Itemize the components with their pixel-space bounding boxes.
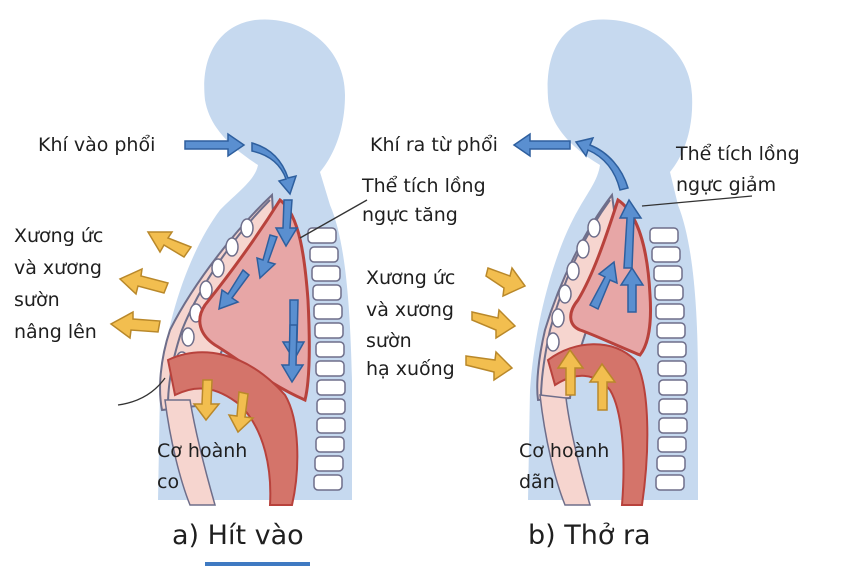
label-volume-b-line1: Thể tích lồng	[676, 143, 800, 165]
label-diaphragm-a-line1: Cơ hoành	[157, 440, 248, 462]
ribs-up-arrows	[109, 231, 193, 340]
caption-underline	[205, 562, 310, 566]
spine-b	[649, 227, 688, 491]
label-diaphragm-a-line2: co	[157, 471, 180, 493]
caption-a: a) Hít vào	[172, 520, 304, 551]
label-ribs-a-line3: sườn	[14, 289, 60, 311]
label-air-out: Khí ra từ phổi	[370, 134, 498, 156]
leader-volume-b	[641, 195, 753, 207]
label-volume-a-line1: Thể tích lồng	[362, 175, 486, 197]
label-ribs-a-line2: và xương	[14, 257, 102, 279]
abdomen-wall-b	[539, 394, 591, 506]
leader-volume-a	[299, 199, 368, 239]
abdomen-wall-a	[164, 399, 216, 506]
diaphragm-up-arrows	[556, 348, 617, 411]
leader-diaphragm-a	[117, 377, 166, 406]
ribs-down-arrows	[465, 266, 527, 382]
rib-ovals-b	[546, 218, 601, 352]
label-volume-a-line2: ngực tăng	[362, 204, 458, 226]
spine-a	[307, 227, 346, 491]
caption-b: b) Thở ra	[528, 520, 651, 551]
label-ribs-b-line4: hạ xuống	[366, 358, 455, 380]
diaphragm-a	[166, 351, 299, 506]
diaphragm-down-arrows	[192, 379, 255, 434]
label-diaphragm-b-line1: Cơ hoành	[519, 440, 610, 462]
torso-b	[528, 19, 698, 506]
label-ribs-a-line1: Xương ức	[14, 225, 104, 247]
air-in-arrows	[184, 132, 306, 384]
label-ribs-b-line2: và xương	[366, 299, 454, 321]
label-ribs-a-line4: nâng lên	[14, 321, 97, 343]
label-ribs-b-line3: sườn	[366, 330, 412, 352]
torso-a	[158, 19, 352, 506]
label-diaphragm-b-line2: dãn	[519, 471, 555, 493]
label-volume-b-line2: ngực giảm	[676, 174, 777, 196]
label-ribs-b-line1: Xương ức	[366, 267, 456, 289]
air-out-arrows	[512, 132, 645, 313]
label-air-in: Khí vào phổi	[38, 134, 156, 156]
